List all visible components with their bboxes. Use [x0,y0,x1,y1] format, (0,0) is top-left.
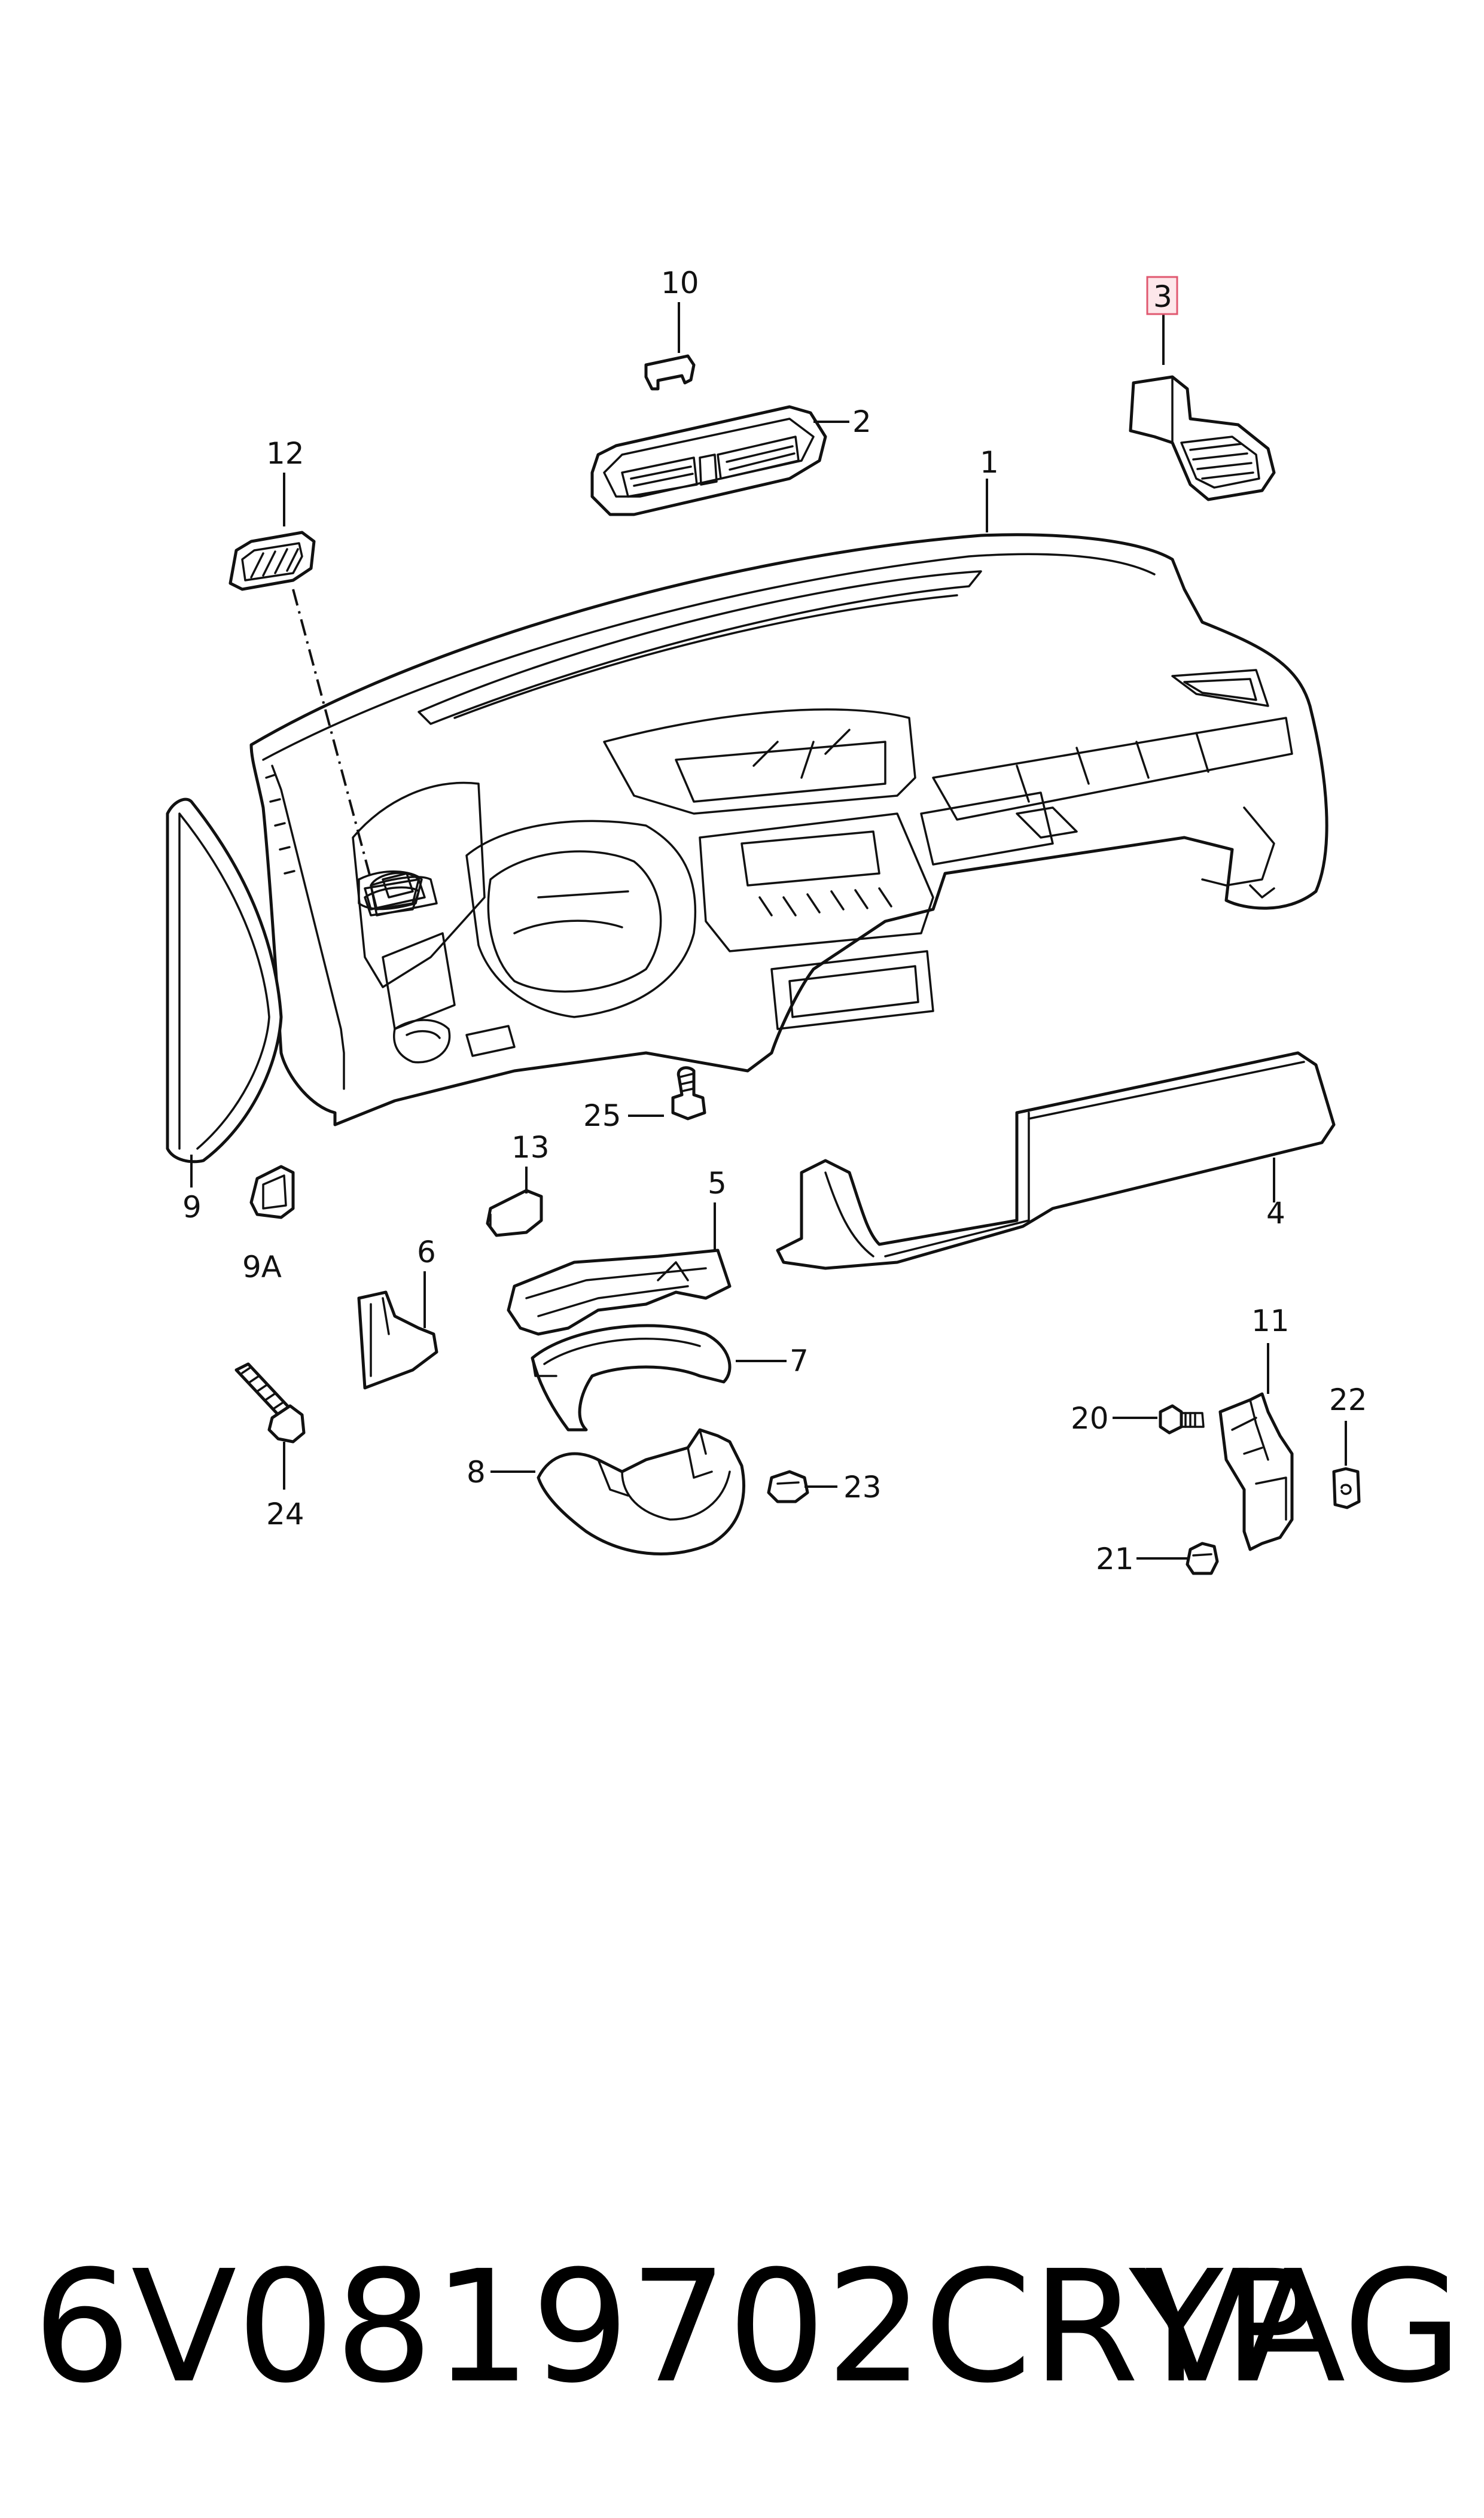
callout-7: 7 [790,1344,809,1378]
part-23-nut [767,1470,809,1503]
callout-12: 12 [266,436,304,471]
callout-8: 8 [467,1455,486,1490]
brand-name: VAG [1144,2237,1462,2417]
dashboard-left-vent-opening [364,878,426,911]
part-2-center-vent [590,405,827,516]
callout-9: 9 [182,1190,202,1225]
callout-13: 13 [511,1130,550,1165]
part-4-trim-strip [776,1051,1336,1270]
part-6-knee-trim [357,1290,438,1390]
part-3-side-vent [1129,375,1276,501]
callout-10: 10 [661,266,699,300]
part-10-clip [644,354,696,391]
part-20-bolt [1159,1404,1205,1435]
part-11-bracket [1218,1392,1294,1551]
callout-23: 23 [843,1470,882,1505]
part-22-clip [1332,1467,1361,1509]
callout-5: 5 [708,1166,727,1201]
part-1-dashboard [249,533,1328,1126]
part-number: 6V0819702CRYP [33,2237,1317,2417]
part-12-vent-bezel [228,531,316,591]
caption-bar: 6V0819702CRYP VAG [33,2237,1462,2417]
part-9a-clip [249,1165,295,1219]
callout-2: 2 [852,404,871,439]
callout-labels: 10 2 3 1 12 9 9A 25 13 5 6 7 8 23 24 4 1… [182,266,1367,1576]
callout-6: 6 [417,1235,436,1269]
part-25-screw [671,1066,706,1121]
part-7-column-shroud [531,1324,732,1432]
part-5-column-trim-upper [507,1249,732,1336]
callout-11: 11 [1251,1304,1290,1338]
part-13-cover [486,1189,543,1237]
callout-9a: 9A [242,1250,282,1284]
callout-21: 21 [1096,1542,1134,1576]
callout-20: 20 [1071,1401,1109,1436]
part-8-column-lower-shroud [537,1428,745,1555]
callout-4: 4 [1266,1196,1285,1231]
callout-3: 3 [1153,279,1172,314]
part-21-nut [1186,1542,1219,1575]
callout-22: 22 [1329,1383,1367,1417]
callout-3-highlight [1146,276,1178,315]
callout-25: 25 [583,1098,621,1133]
part-24-bolt [234,1362,306,1444]
leader-lines [190,302,1347,1560]
callout-24: 24 [266,1497,304,1531]
callout-1: 1 [980,445,999,480]
part-9-side-cap [166,797,283,1164]
